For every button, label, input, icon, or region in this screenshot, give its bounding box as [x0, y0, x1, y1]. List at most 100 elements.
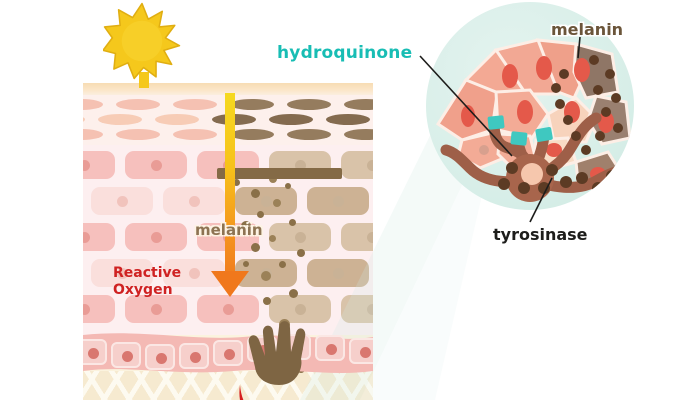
- basal-cell: [111, 342, 141, 369]
- melanocyte-icon: [243, 319, 315, 385]
- leader-line-melanin: [577, 36, 581, 59]
- basal-cell-nucleus: [88, 348, 99, 359]
- keratinocyte-pigmented: [307, 187, 369, 215]
- keratinocyte-pigmented: [307, 259, 369, 287]
- keratinocyte-pigmented: [235, 187, 297, 215]
- cell-nucleus: [83, 232, 90, 243]
- cell-nucleus: [367, 160, 373, 171]
- keratinocyte-pigmented: [269, 223, 331, 251]
- basal-cell: [179, 342, 209, 369]
- cell-nucleus: [151, 160, 162, 171]
- corneum-cell: [155, 114, 199, 125]
- basal-cell: [315, 334, 345, 361]
- reactive-oxygen-arrow-icon: [236, 383, 326, 400]
- basal-cell-nucleus: [360, 346, 371, 358]
- melanin-granule: [297, 249, 305, 257]
- cell-nucleus: [151, 232, 162, 243]
- keratinocyte: [163, 187, 225, 215]
- cell-nucleus: [117, 196, 128, 207]
- basal-cell: [83, 339, 107, 365]
- label-hydroquinone: hydroquinone: [277, 43, 413, 63]
- melanin-granule: [285, 183, 291, 189]
- keratinocyte-pigmented: [341, 151, 373, 179]
- diagram-canvas: hydroquinone melanin tyrosinase melanin …: [83, 2, 634, 400]
- leader-line-group: [419, 36, 581, 223]
- basal-cell-nucleus: [326, 343, 337, 355]
- melanin-granule: [279, 261, 286, 268]
- corneum-cell: [173, 99, 217, 110]
- melanin-granule: [269, 175, 277, 183]
- melanin-granule: [263, 297, 271, 305]
- corneum-cell-pigmented: [326, 114, 370, 125]
- cell-nucleus: [333, 196, 344, 207]
- cell-nucleus: [83, 304, 90, 315]
- label-reactive-oxygen: Reactive Oxygen: [113, 265, 181, 299]
- leader-line-tyrosinase: [529, 177, 553, 223]
- keratinocyte: [125, 295, 187, 323]
- cell-nucleus: [189, 196, 200, 207]
- corneum-cell: [173, 129, 217, 140]
- keratinocyte: [83, 151, 115, 179]
- melanin-granule: [251, 243, 260, 252]
- label-reactive-oxygen-line1: Reactive: [113, 265, 182, 281]
- cell-nucleus: [333, 268, 344, 279]
- cell-nucleus: [295, 304, 306, 315]
- keratinocyte-pigmented: [341, 223, 373, 251]
- keratinocyte: [83, 295, 115, 323]
- melanin-granule: [261, 271, 271, 281]
- keratinocyte: [91, 187, 153, 215]
- corneum-cell-pigmented: [230, 99, 274, 110]
- corneum-cell-pigmented: [344, 129, 373, 140]
- dermis-fiber-texture: [83, 371, 373, 400]
- keratinocyte: [91, 259, 153, 287]
- label-tyrosinase: tyrosinase: [493, 225, 588, 244]
- cell-nucleus: [117, 268, 128, 279]
- cell-nucleus: [189, 268, 200, 279]
- keratinocyte-pigmented: [341, 295, 373, 323]
- cell-nucleus: [261, 196, 272, 207]
- corneum-cell: [98, 114, 142, 125]
- corneum-cell: [116, 99, 160, 110]
- corneum-cell-pigmented: [344, 99, 373, 110]
- cell-nucleus: [83, 160, 90, 171]
- keratinocyte: [83, 223, 115, 251]
- dark-spot-bar: [217, 168, 342, 179]
- corneum-cell: [83, 114, 85, 125]
- basal-cell-nucleus: [190, 351, 201, 363]
- corneum-cell-pigmented: [287, 129, 331, 140]
- basal-cell: [145, 343, 175, 370]
- basal-cell-nucleus: [156, 352, 167, 364]
- cell-nucleus: [295, 232, 306, 243]
- melanin-granule: [241, 221, 251, 231]
- leader-line-hydroquinone: [419, 55, 513, 157]
- cell-nucleus: [223, 304, 234, 315]
- keratinocyte-pigmented: [269, 295, 331, 323]
- cell-nucleus: [367, 304, 373, 315]
- label-reactive-oxygen-line2: Oxygen: [113, 282, 173, 298]
- corneum-cell: [83, 129, 103, 140]
- cell-nucleus: [151, 304, 162, 315]
- basal-cell: [213, 339, 243, 366]
- basal-cell-nucleus: [258, 345, 269, 357]
- basal-cell: [349, 337, 373, 364]
- uv-ray-arrow-icon: [225, 93, 235, 278]
- corneum-cell: [83, 99, 103, 110]
- sun-shape: [102, 2, 181, 80]
- sun-ray-stem: [139, 72, 149, 88]
- red-arrow-shape: [239, 385, 244, 400]
- corneum-cell-pigmented: [269, 114, 313, 125]
- melanin-granule: [233, 179, 240, 186]
- melanocyte-nucleus: [521, 163, 543, 185]
- melanin-granule: [251, 189, 260, 198]
- corneum-cell-pigmented: [230, 129, 274, 140]
- keratinocyte: [197, 295, 259, 323]
- cell-nucleus: [295, 160, 306, 171]
- basal-cell-nucleus: [122, 351, 133, 363]
- label-melanin-magnified: melanin: [551, 20, 624, 39]
- hydroquinone-block-group: [487, 115, 553, 146]
- melanin-granule: [289, 219, 296, 226]
- uv-ray-arrowhead-icon: [211, 271, 249, 297]
- corneum-cell: [116, 129, 160, 140]
- melanin-granule: [273, 199, 281, 207]
- melanin-granule: [257, 211, 264, 218]
